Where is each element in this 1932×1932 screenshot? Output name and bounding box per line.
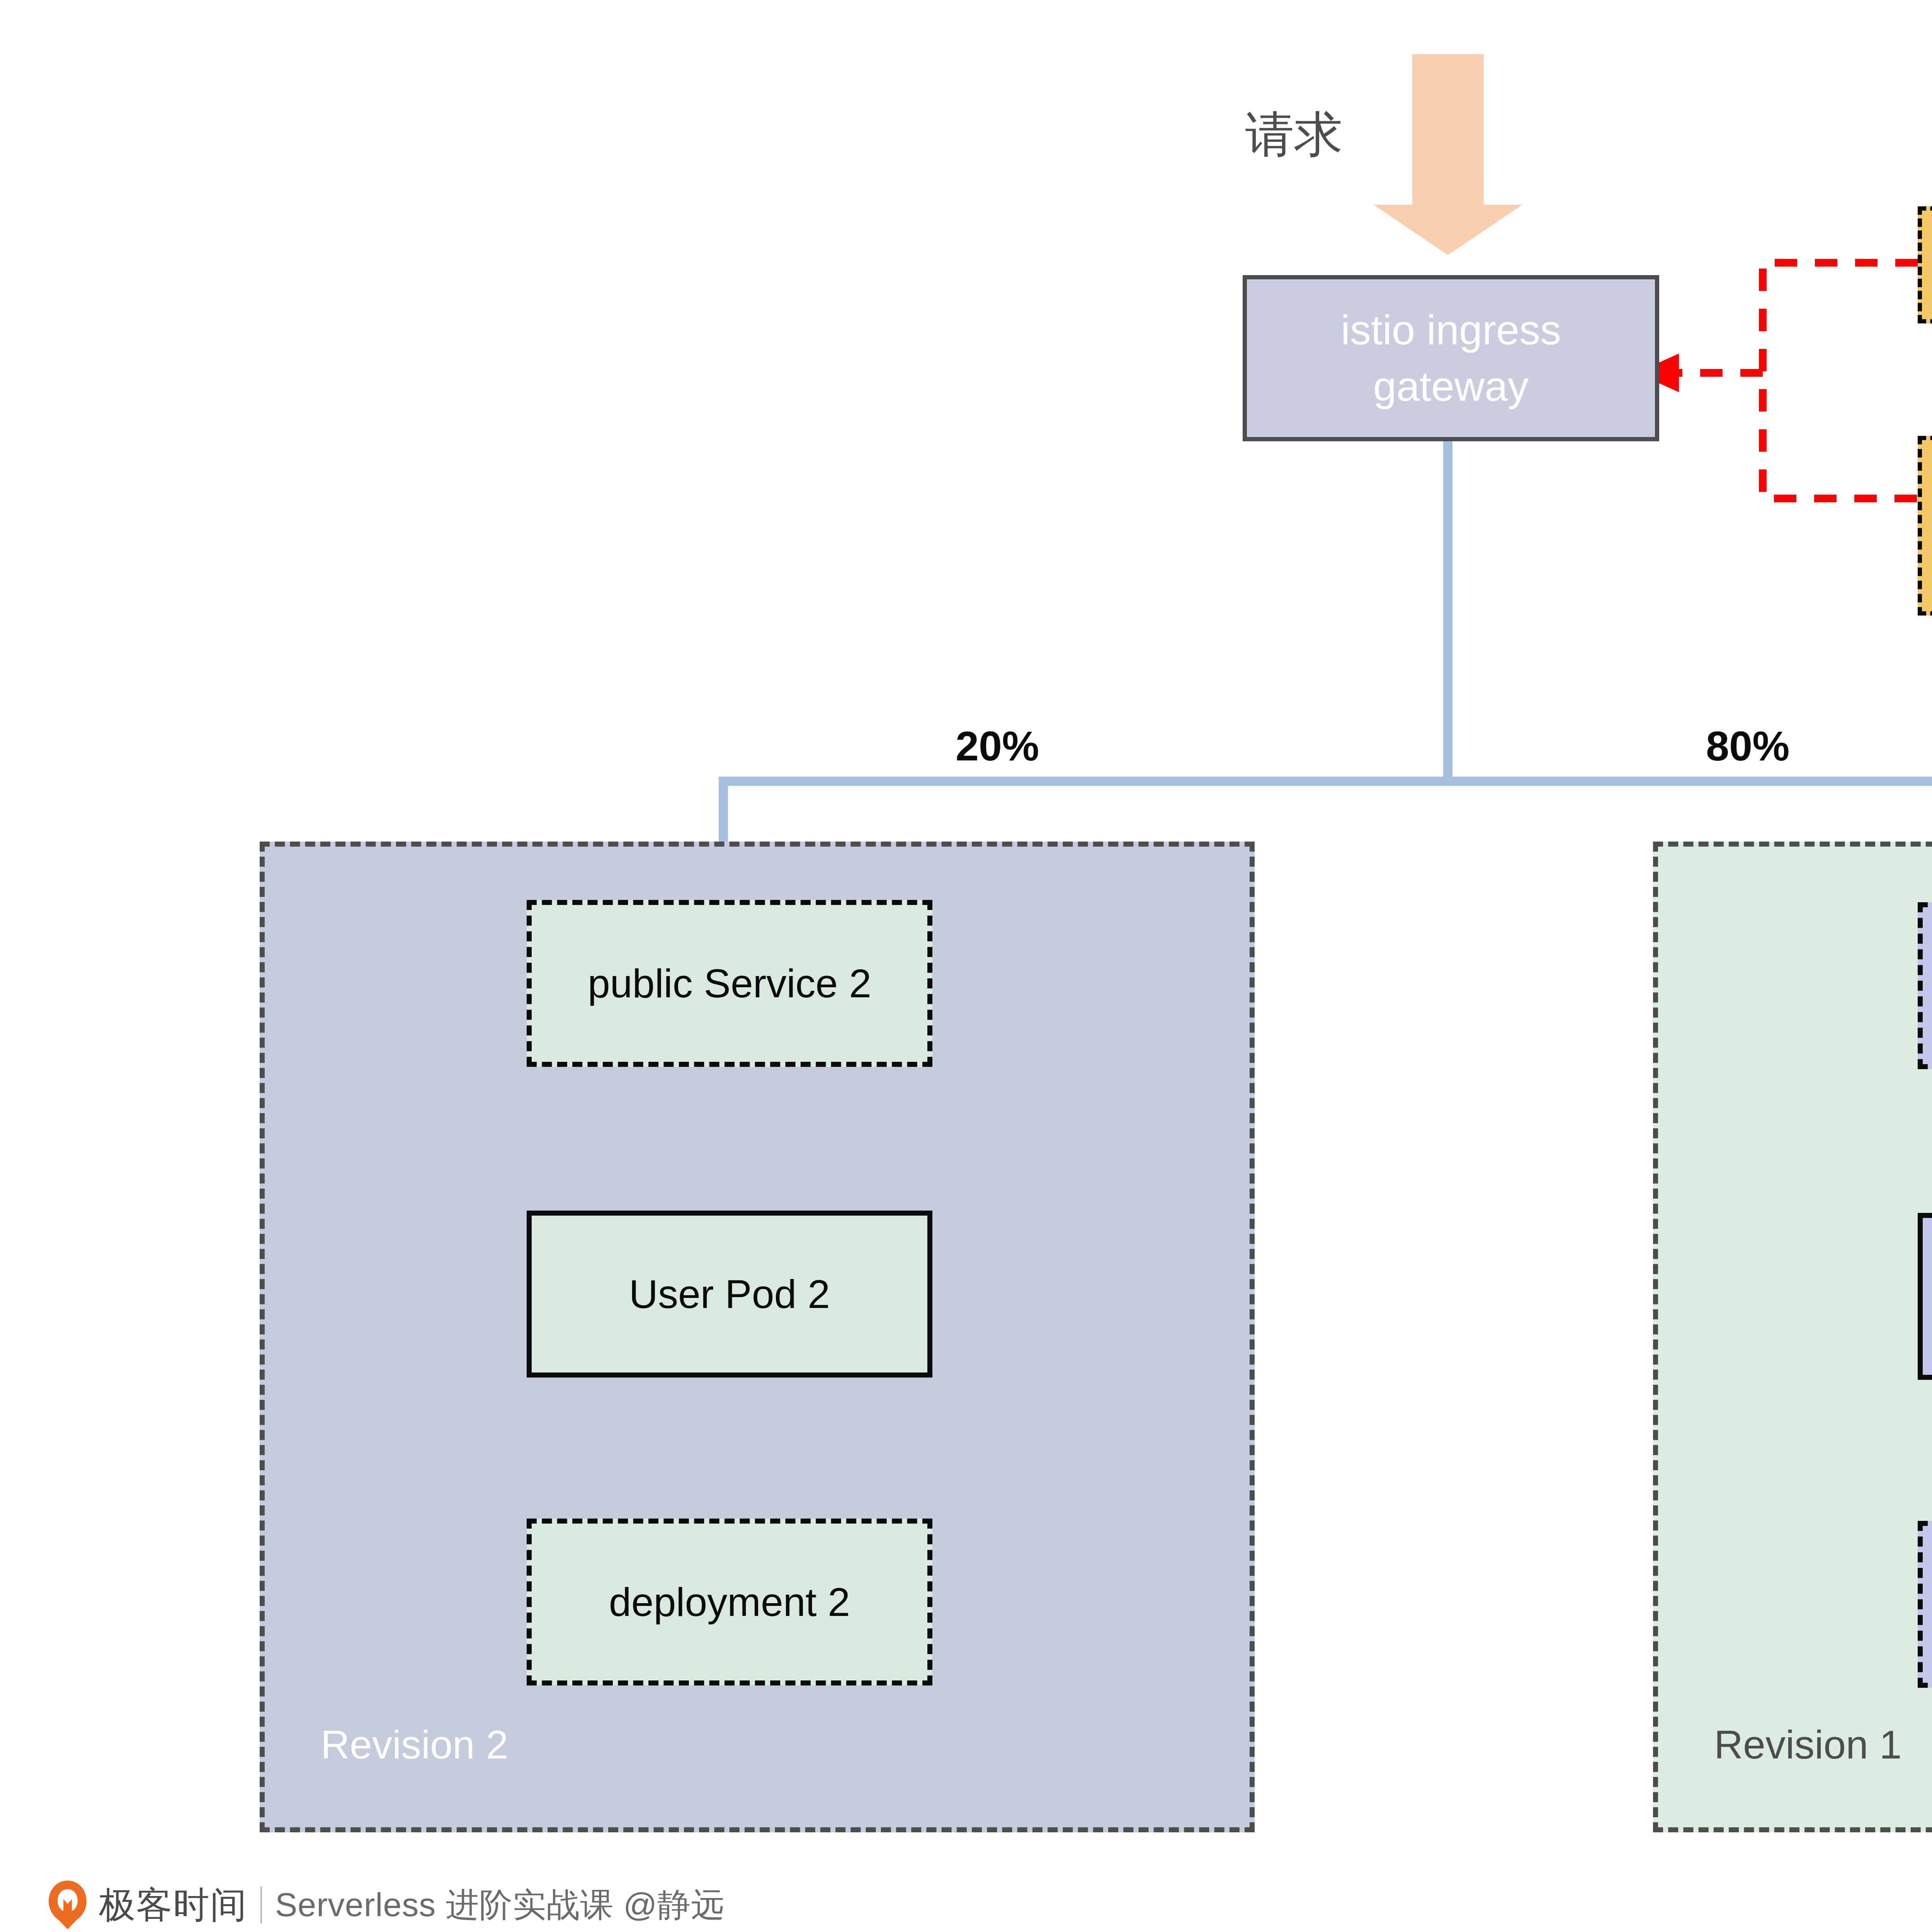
- revision-1-container[interactable]: [1653, 842, 1932, 1832]
- traffic-percent-right: 80%: [1706, 722, 1789, 770]
- request-arrow-icon: [1374, 54, 1522, 255]
- traffic-percent-left: 20%: [956, 722, 1039, 770]
- deployment-1-box[interactable]: deployment 1: [1918, 1521, 1932, 1688]
- public-service-2-box[interactable]: public Service 2: [527, 900, 932, 1067]
- revision-1-label: Revision 1: [1714, 1722, 1902, 1768]
- footer-watermark: 极客时间 Serverless 进阶实战课 @静远: [46, 1872, 724, 1932]
- config-link-red: [1677, 263, 1918, 498]
- virtual-service-box[interactable]: Virtual Service: [1918, 206, 1932, 323]
- public-service-1-box[interactable]: public Service 1: [1918, 902, 1932, 1069]
- gateway-box[interactable]: Gateway: [1918, 436, 1932, 616]
- footer-subtitle: Serverless 进阶实战课 @静远: [275, 1883, 724, 1928]
- revision-2-label: Revision 2: [321, 1722, 509, 1768]
- user-pod-2-box-left[interactable]: User Pod 2: [527, 1211, 932, 1378]
- geekbang-logo-icon: [46, 1880, 89, 1930]
- footer-brand: 极客时间: [99, 1881, 247, 1930]
- request-label: 请求: [1245, 102, 1343, 168]
- deployment-2-box[interactable]: deployment 2: [527, 1519, 932, 1685]
- istio-ingress-gateway-box[interactable]: istio ingress gateway: [1243, 275, 1659, 441]
- user-pod-2-box-right[interactable]: User Pod 2: [1918, 1213, 1932, 1380]
- footer-divider: [260, 1886, 262, 1923]
